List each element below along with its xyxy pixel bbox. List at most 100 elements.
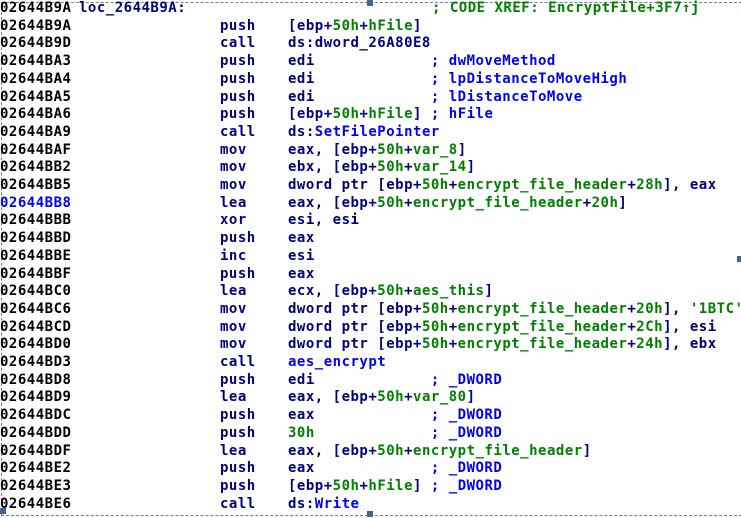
label-line[interactable]: 02644B9A loc_2644B9A: ; CODE XREF: Encry…	[0, 0, 741, 17]
operands[interactable]: dword ptr [ebp+50h+encrypt_file_header+2…	[288, 336, 717, 353]
operands[interactable]: edi ; lpDistanceToMoveHigh	[288, 71, 627, 88]
mnemonic[interactable]: push	[220, 266, 256, 282]
operands[interactable]: dword ptr [ebp+50h+encrypt_file_header+2…	[288, 301, 741, 318]
operands[interactable]: 30h ; _DWORD	[288, 425, 502, 442]
operands[interactable]: esi	[288, 248, 315, 265]
mnemonic[interactable]: mov	[220, 336, 247, 352]
operands[interactable]: ecx, [ebp+50h+aes_this]	[288, 283, 493, 300]
mnemonic[interactable]: call	[220, 35, 256, 51]
mnemonic[interactable]: mov	[220, 301, 247, 317]
operands[interactable]: ds:SetFilePointer	[288, 124, 440, 141]
operands[interactable]: eax	[288, 230, 315, 247]
operands[interactable]: dword ptr [ebp+50h+encrypt_file_header+2…	[288, 319, 717, 336]
mnemonic[interactable]: push	[220, 425, 256, 441]
operands[interactable]: esi, esi	[288, 212, 359, 229]
operands[interactable]: [ebp+50h+hFile]	[288, 18, 422, 35]
operands[interactable]: eax, [ebp+50h+var_8]	[288, 142, 467, 159]
operands[interactable]: edi ; dwMoveMethod	[288, 53, 556, 70]
operand-token: ]	[413, 106, 431, 122]
operand-token: +	[582, 195, 592, 211]
operands[interactable]: eax ; _DWORD	[288, 407, 502, 424]
mnemonic[interactable]: push	[220, 230, 256, 246]
operands[interactable]: edi ; lDistanceToMove	[288, 89, 583, 106]
operands[interactable]: [ebp+50h+hFile] ; hFile	[288, 106, 493, 123]
mnemonic[interactable]: push	[220, 407, 256, 423]
mnemonic[interactable]: lea	[220, 283, 247, 299]
operands[interactable]: eax, [ebp+50h+encrypt_file_header]	[288, 443, 592, 460]
operand-token: dword ptr [ebp+	[288, 177, 422, 193]
mnemonic[interactable]: lea	[220, 443, 247, 459]
comment: ; _DWORD	[430, 407, 503, 423]
mnemonic[interactable]: call	[220, 124, 256, 140]
operands[interactable]: eax, [ebp+50h+encrypt_file_header+20h]	[288, 195, 627, 212]
address: 02644BB8	[0, 195, 72, 211]
operands[interactable]: [ebp+50h+hFile] ; _DWORD	[288, 478, 502, 495]
operands[interactable]: dword ptr [ebp+50h+encrypt_file_header+2…	[288, 177, 717, 194]
operand-token: 50h	[377, 283, 405, 299]
code-label[interactable]: loc_2644B9A:	[79, 0, 187, 16]
operands[interactable]: ds:Write	[288, 496, 359, 513]
instruction-line[interactable]: 02644BB8 lea eax, [ebp+50h+encrypt_file_he…	[0, 195, 741, 212]
mnemonic[interactable]: call	[220, 496, 256, 512]
mnemonic[interactable]: lea	[220, 389, 247, 405]
mnemonic[interactable]: push	[220, 89, 256, 105]
operands[interactable]: aes_encrypt	[288, 354, 386, 371]
mnemonic[interactable]: inc	[220, 248, 247, 264]
resize-handle-top[interactable]	[367, 0, 373, 6]
mnemonic[interactable]: push	[220, 460, 256, 476]
resize-handle-corner[interactable]	[0, 508, 6, 514]
mnemonic[interactable]: push	[220, 478, 256, 494]
mnemonic[interactable]: push	[220, 106, 256, 122]
mnemonic[interactable]: mov	[220, 177, 247, 193]
operands[interactable]: ds:dword_26A80E8	[288, 35, 431, 52]
operands[interactable]: edi ; _DWORD	[288, 372, 502, 389]
xref-comment[interactable]: ; CODE XREF: EncryptFile+3F7↑j	[432, 0, 700, 16]
resize-handle-right[interactable]	[737, 256, 741, 262]
operands[interactable]: eax, [ebp+50h+var_80]	[288, 389, 476, 406]
mnemonic[interactable]: push	[220, 18, 256, 34]
mnemonic[interactable]: mov	[220, 159, 247, 175]
mnemonic[interactable]: call	[220, 354, 256, 370]
mnemonic[interactable]: push	[220, 372, 256, 388]
operands[interactable]: ebx, [ebp+50h+var_14]	[288, 159, 476, 176]
mnemonic[interactable]: xor	[220, 212, 247, 228]
operand-token: edi	[288, 89, 431, 105]
mnemonic[interactable]: mov	[220, 142, 247, 158]
operands[interactable]: eax ; _DWORD	[288, 460, 502, 477]
mnemonic[interactable]: mov	[220, 319, 247, 335]
operand-token: hFile	[368, 18, 414, 34]
operands[interactable]: eax	[288, 266, 315, 283]
resize-handle-bottom[interactable]	[367, 511, 373, 517]
mnemonic[interactable]: lea	[220, 195, 247, 211]
mnemonic[interactable]: push	[220, 71, 256, 87]
mnemonic[interactable]: push	[220, 53, 256, 69]
